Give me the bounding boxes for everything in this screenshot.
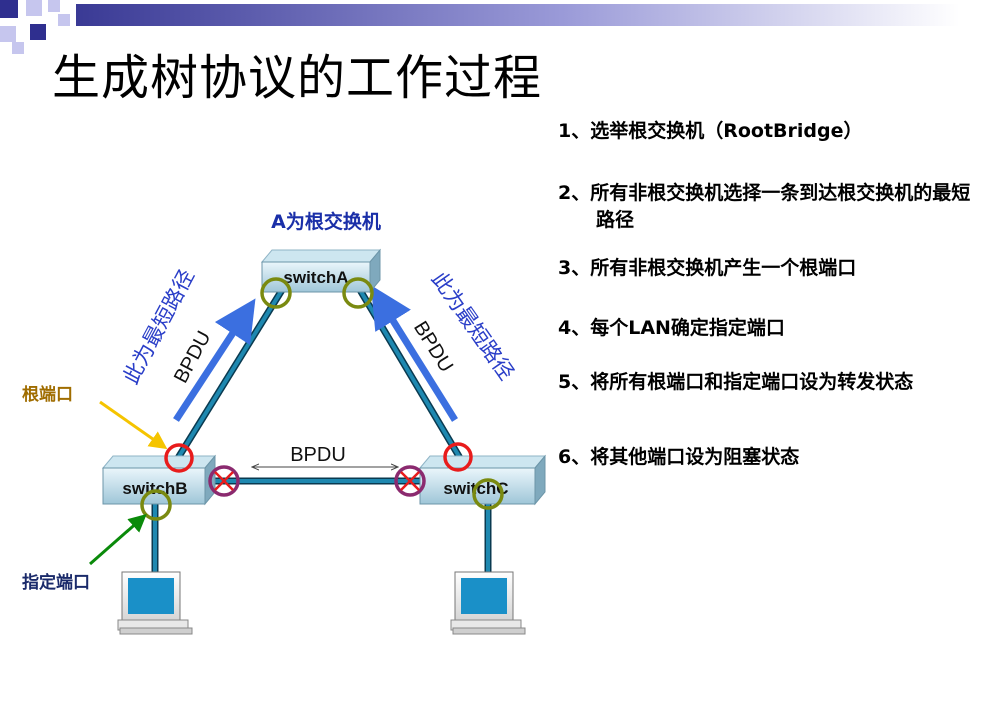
deco-square	[0, 0, 18, 18]
switch-c: switchC	[418, 454, 547, 506]
designated-port-label: 指定端口	[22, 572, 90, 593]
step-6: 6、将其他端口设为阻塞状态	[558, 446, 800, 468]
deco-square	[30, 24, 46, 40]
step-2-text: 2、所有非根交换机选择一条到达根交换机的最短路径	[558, 182, 971, 231]
blocked-port-icon	[394, 465, 426, 497]
designated-port-circle	[260, 277, 292, 309]
switch-b: switchB	[101, 454, 217, 506]
link-a-b	[175, 288, 285, 460]
designated-port-circle	[140, 489, 172, 521]
designated-port-pointer-arrow	[89, 514, 147, 566]
step-5-text: 5、将所有根端口和指定端口设为转发状态	[558, 371, 914, 393]
root-port-circle	[443, 442, 473, 472]
header-gradient-bar	[76, 4, 960, 26]
step-3: 3、所有非根交换机产生一个根端口	[558, 257, 857, 279]
deco-square	[26, 0, 42, 16]
bpdu-label-right: BPDU	[409, 317, 457, 376]
step-1: 1、选举根交换机（RootBridge）	[558, 120, 863, 142]
bpdu-label-bottom: BPDU	[290, 444, 346, 466]
link-a-c	[356, 288, 464, 460]
designated-port-circle	[342, 277, 374, 309]
root-bridge-label: A为根交换机	[271, 210, 381, 233]
root-port-pointer-arrow	[99, 400, 168, 450]
shortest-path-arrow-c	[370, 285, 458, 422]
step-5: 5、将所有根端口和指定端口设为转发状态	[558, 369, 988, 396]
switch-a: switchA	[260, 248, 382, 294]
switch-b-label: switchB	[122, 479, 187, 498]
switch-a-label: switchA	[283, 268, 348, 287]
step-2: 2、所有非根交换机选择一条到达根交换机的最短路径	[558, 180, 988, 234]
designated-port-circle	[472, 478, 504, 510]
step-4: 4、每个LAN确定指定端口	[558, 317, 785, 339]
blocked-port-icon	[208, 465, 240, 497]
pc-b-icon	[117, 571, 193, 635]
stp-diagram: switchA switchB switchC	[22, 210, 547, 635]
pc-c-icon	[450, 571, 526, 635]
deco-square	[12, 42, 24, 54]
shortest-path-arrow-b	[173, 298, 256, 422]
root-port-circle	[164, 443, 194, 473]
header-decoration	[0, 0, 960, 54]
deco-square	[48, 0, 60, 12]
bpdu-label-left: BPDU	[170, 327, 216, 386]
deco-square	[58, 14, 70, 26]
root-port-label: 根端口	[22, 384, 73, 405]
slide-title: 生成树协议的工作过程	[52, 50, 543, 106]
deco-square	[0, 26, 16, 42]
